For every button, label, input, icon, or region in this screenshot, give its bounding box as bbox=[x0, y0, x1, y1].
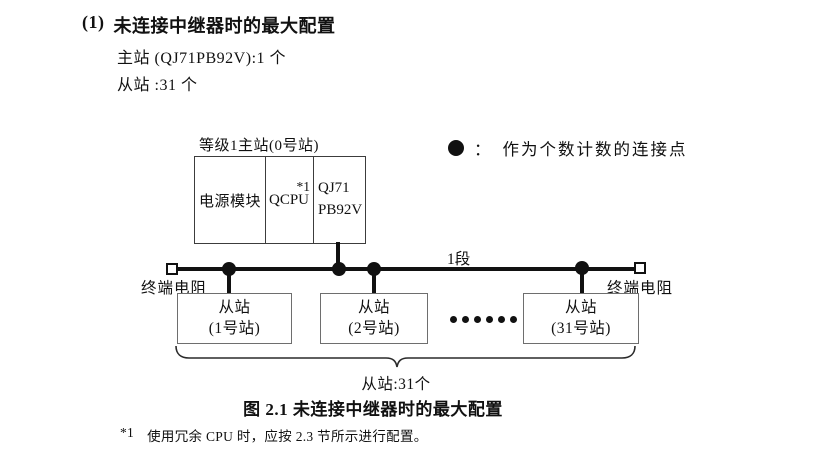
brace-count-label: 从站:31个 bbox=[361, 376, 431, 393]
slave1-drop-line bbox=[227, 269, 231, 294]
ellipsis-icon bbox=[450, 316, 517, 323]
heading-index: (1) bbox=[82, 12, 105, 32]
bus-line bbox=[178, 267, 634, 271]
legend: ： 作为个数计数的连接点 bbox=[448, 136, 688, 160]
figure-caption: 图 2.1 未连接中继器时的最大配置 bbox=[243, 400, 503, 419]
slave31-drop-line bbox=[580, 268, 584, 294]
legend-colon: ： bbox=[474, 140, 493, 159]
terminator-left-label: 终端电阻 bbox=[141, 280, 208, 297]
footnote-text: 使用冗余 CPU 时，应按 2.3 节所示进行配置。 bbox=[147, 429, 428, 444]
slave31-number: (31号站) bbox=[551, 319, 611, 337]
module-name-line1: QJ71 bbox=[318, 180, 350, 197]
slave-count-line: 从站 :31 个 bbox=[117, 77, 198, 94]
footnote-marker: *1 bbox=[120, 425, 135, 440]
slave-station-box-31: 从站 (31号站) bbox=[523, 293, 639, 344]
slave31-connection-dot-icon bbox=[575, 261, 589, 275]
slave-count-brace bbox=[175, 345, 636, 368]
slave2-name: 从站 bbox=[357, 298, 390, 316]
cpu-label: QCPU bbox=[269, 191, 310, 208]
master-drop-line bbox=[336, 242, 340, 269]
heading-text: 未连接中继器时的最大配置 bbox=[113, 16, 336, 36]
slave1-number: (1号站) bbox=[208, 319, 261, 337]
terminating-resistor-right-icon bbox=[634, 262, 646, 274]
slave2-connection-dot-icon bbox=[367, 262, 381, 276]
cpu-footnote-marker: *1 bbox=[296, 179, 311, 194]
cpu-cell: QCPU *1 bbox=[266, 157, 314, 243]
slave31-name: 从站 bbox=[564, 298, 597, 316]
power-module-cell: 电源模块 bbox=[195, 157, 266, 243]
page-title: (1) 未连接中继器时的最大配置 bbox=[82, 12, 336, 38]
module-name-line2: PB92V bbox=[318, 202, 363, 218]
slave-station-box-2: 从站 (2号站) bbox=[320, 293, 428, 344]
segment-label: 1段 bbox=[447, 251, 471, 268]
slave-station-box-1: 从站 (1号站) bbox=[177, 293, 292, 344]
master-connection-dot-icon bbox=[332, 262, 346, 276]
footnote: *1 使用冗余 CPU 时，应按 2.3 节所示进行配置。 bbox=[120, 425, 428, 445]
pb92v-module-cell: QJ71 PB92V bbox=[314, 157, 365, 243]
master-count-line: 主站 (QJ71PB92V):1 个 bbox=[117, 50, 287, 67]
terminator-right-label: 终端电阻 bbox=[607, 280, 674, 297]
terminating-resistor-left-icon bbox=[166, 263, 178, 275]
slave2-number: (2号站) bbox=[348, 319, 400, 337]
master-station-label: 等级1主站(0号站) bbox=[199, 138, 319, 154]
master-station-box: 电源模块 QCPU *1 QJ71 PB92V bbox=[194, 156, 366, 244]
legend-label: 作为个数计数的连接点 bbox=[502, 140, 688, 159]
connection-point-icon bbox=[448, 140, 464, 156]
slave2-drop-line bbox=[372, 269, 376, 294]
slave1-name: 从站 bbox=[218, 298, 251, 316]
slave1-connection-dot-icon bbox=[222, 262, 236, 276]
